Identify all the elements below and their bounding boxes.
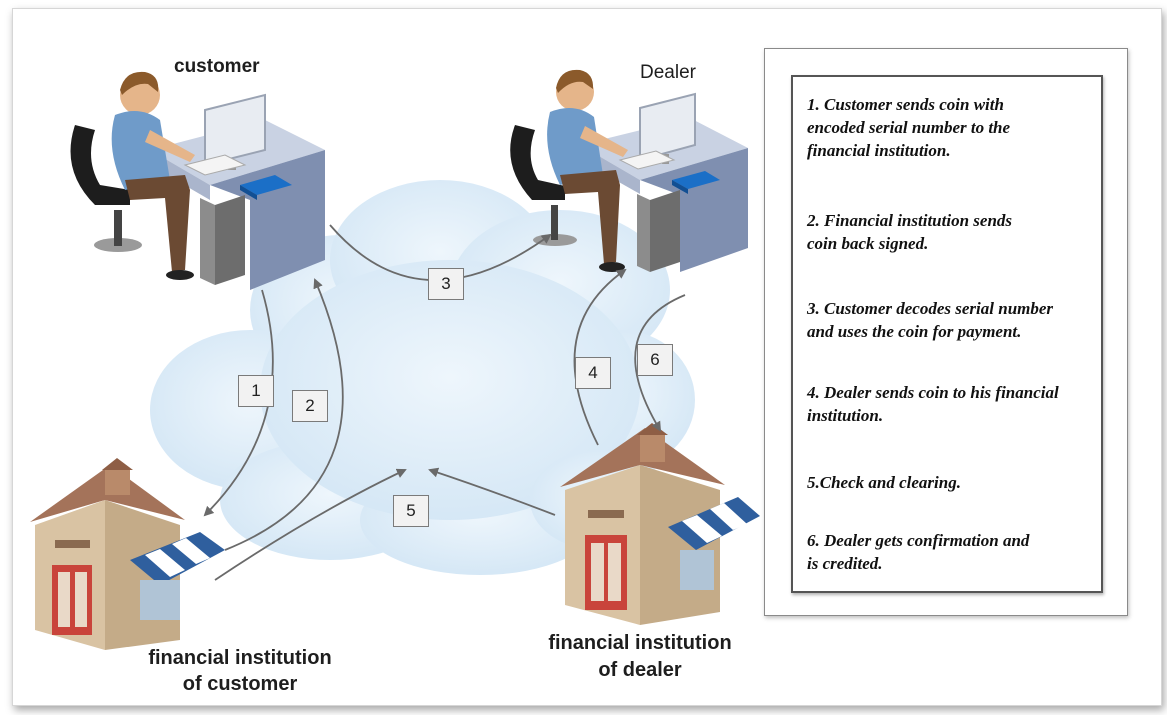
arrow-step-5a [214,468,407,581]
fi-customer-line2: of customer [182,673,298,695]
step-text-5: 5.Check and clearing. [807,473,961,492]
bank-building-dealer [560,423,760,625]
fi-customer-line1: financial institution [148,647,332,669]
customer-label: customer [174,56,260,77]
arrow-step-5b [428,467,556,516]
step-marker-5: 5 [393,495,429,527]
step-marker-3: 3 [428,268,464,300]
bank-building-customer [30,458,225,650]
dealer-workstation [510,69,748,272]
arrow-step-6 [634,294,686,432]
arrow-step-2 [224,278,344,551]
step-text-3: 3. Customer decodes serial number and us… [807,299,1054,341]
step-marker-2: 2 [292,390,328,422]
fi-dealer-label: financial institution of dealer [520,630,760,684]
step-text-4: 4. Dealer sends coin to his financial in… [807,383,1059,425]
step-marker-6: 6 [637,344,673,376]
step-marker-4: 4 [575,357,611,389]
fi-dealer-line2: of dealer [598,659,682,681]
step-marker-1: 1 [238,375,274,407]
legend-panel: 1. Customer sends coin with encoded seri… [764,48,1128,616]
legend-steps-box: 1. Customer sends coin with encoded seri… [791,75,1103,593]
step-text-6: 6. Dealer gets confirmation and is credi… [807,531,1030,573]
fi-customer-label: financial institution of customer [120,645,360,697]
fi-dealer-line1: financial institution [548,632,732,654]
step-text-1: 1. Customer sends coin with encoded seri… [807,95,1011,160]
arrow-step-1 [203,289,274,517]
customer-workstation [70,71,325,290]
dealer-label: Dealer [640,62,696,83]
step-text-2: 2. Financial institution sends coin back… [807,211,1013,253]
arrow-step-4 [573,268,627,446]
